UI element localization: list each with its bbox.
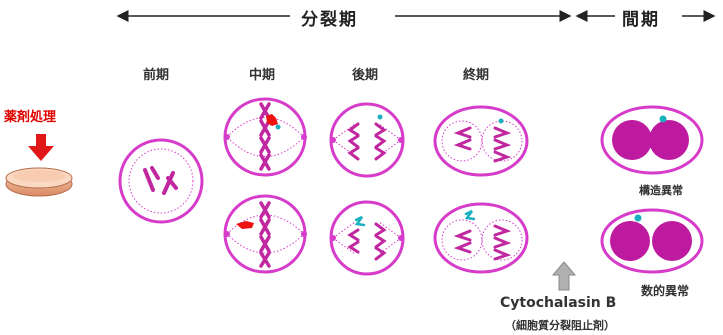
metaphase-cell-bottom xyxy=(224,196,307,272)
anaphase-cell-top xyxy=(330,104,404,176)
metaphase-cell-top xyxy=(224,99,307,175)
drug-arrow-icon xyxy=(28,134,54,161)
interphase-cell-bottom xyxy=(602,210,702,272)
telophase-cell-bottom xyxy=(435,204,527,272)
telophase-cell-top xyxy=(435,107,527,175)
cytochalasin-arrow-icon xyxy=(553,262,575,290)
anaphase-cell-bottom xyxy=(330,202,404,274)
interphase-cell-top xyxy=(602,107,702,173)
prophase-cell xyxy=(120,140,202,222)
petri-dish-icon xyxy=(6,168,72,196)
